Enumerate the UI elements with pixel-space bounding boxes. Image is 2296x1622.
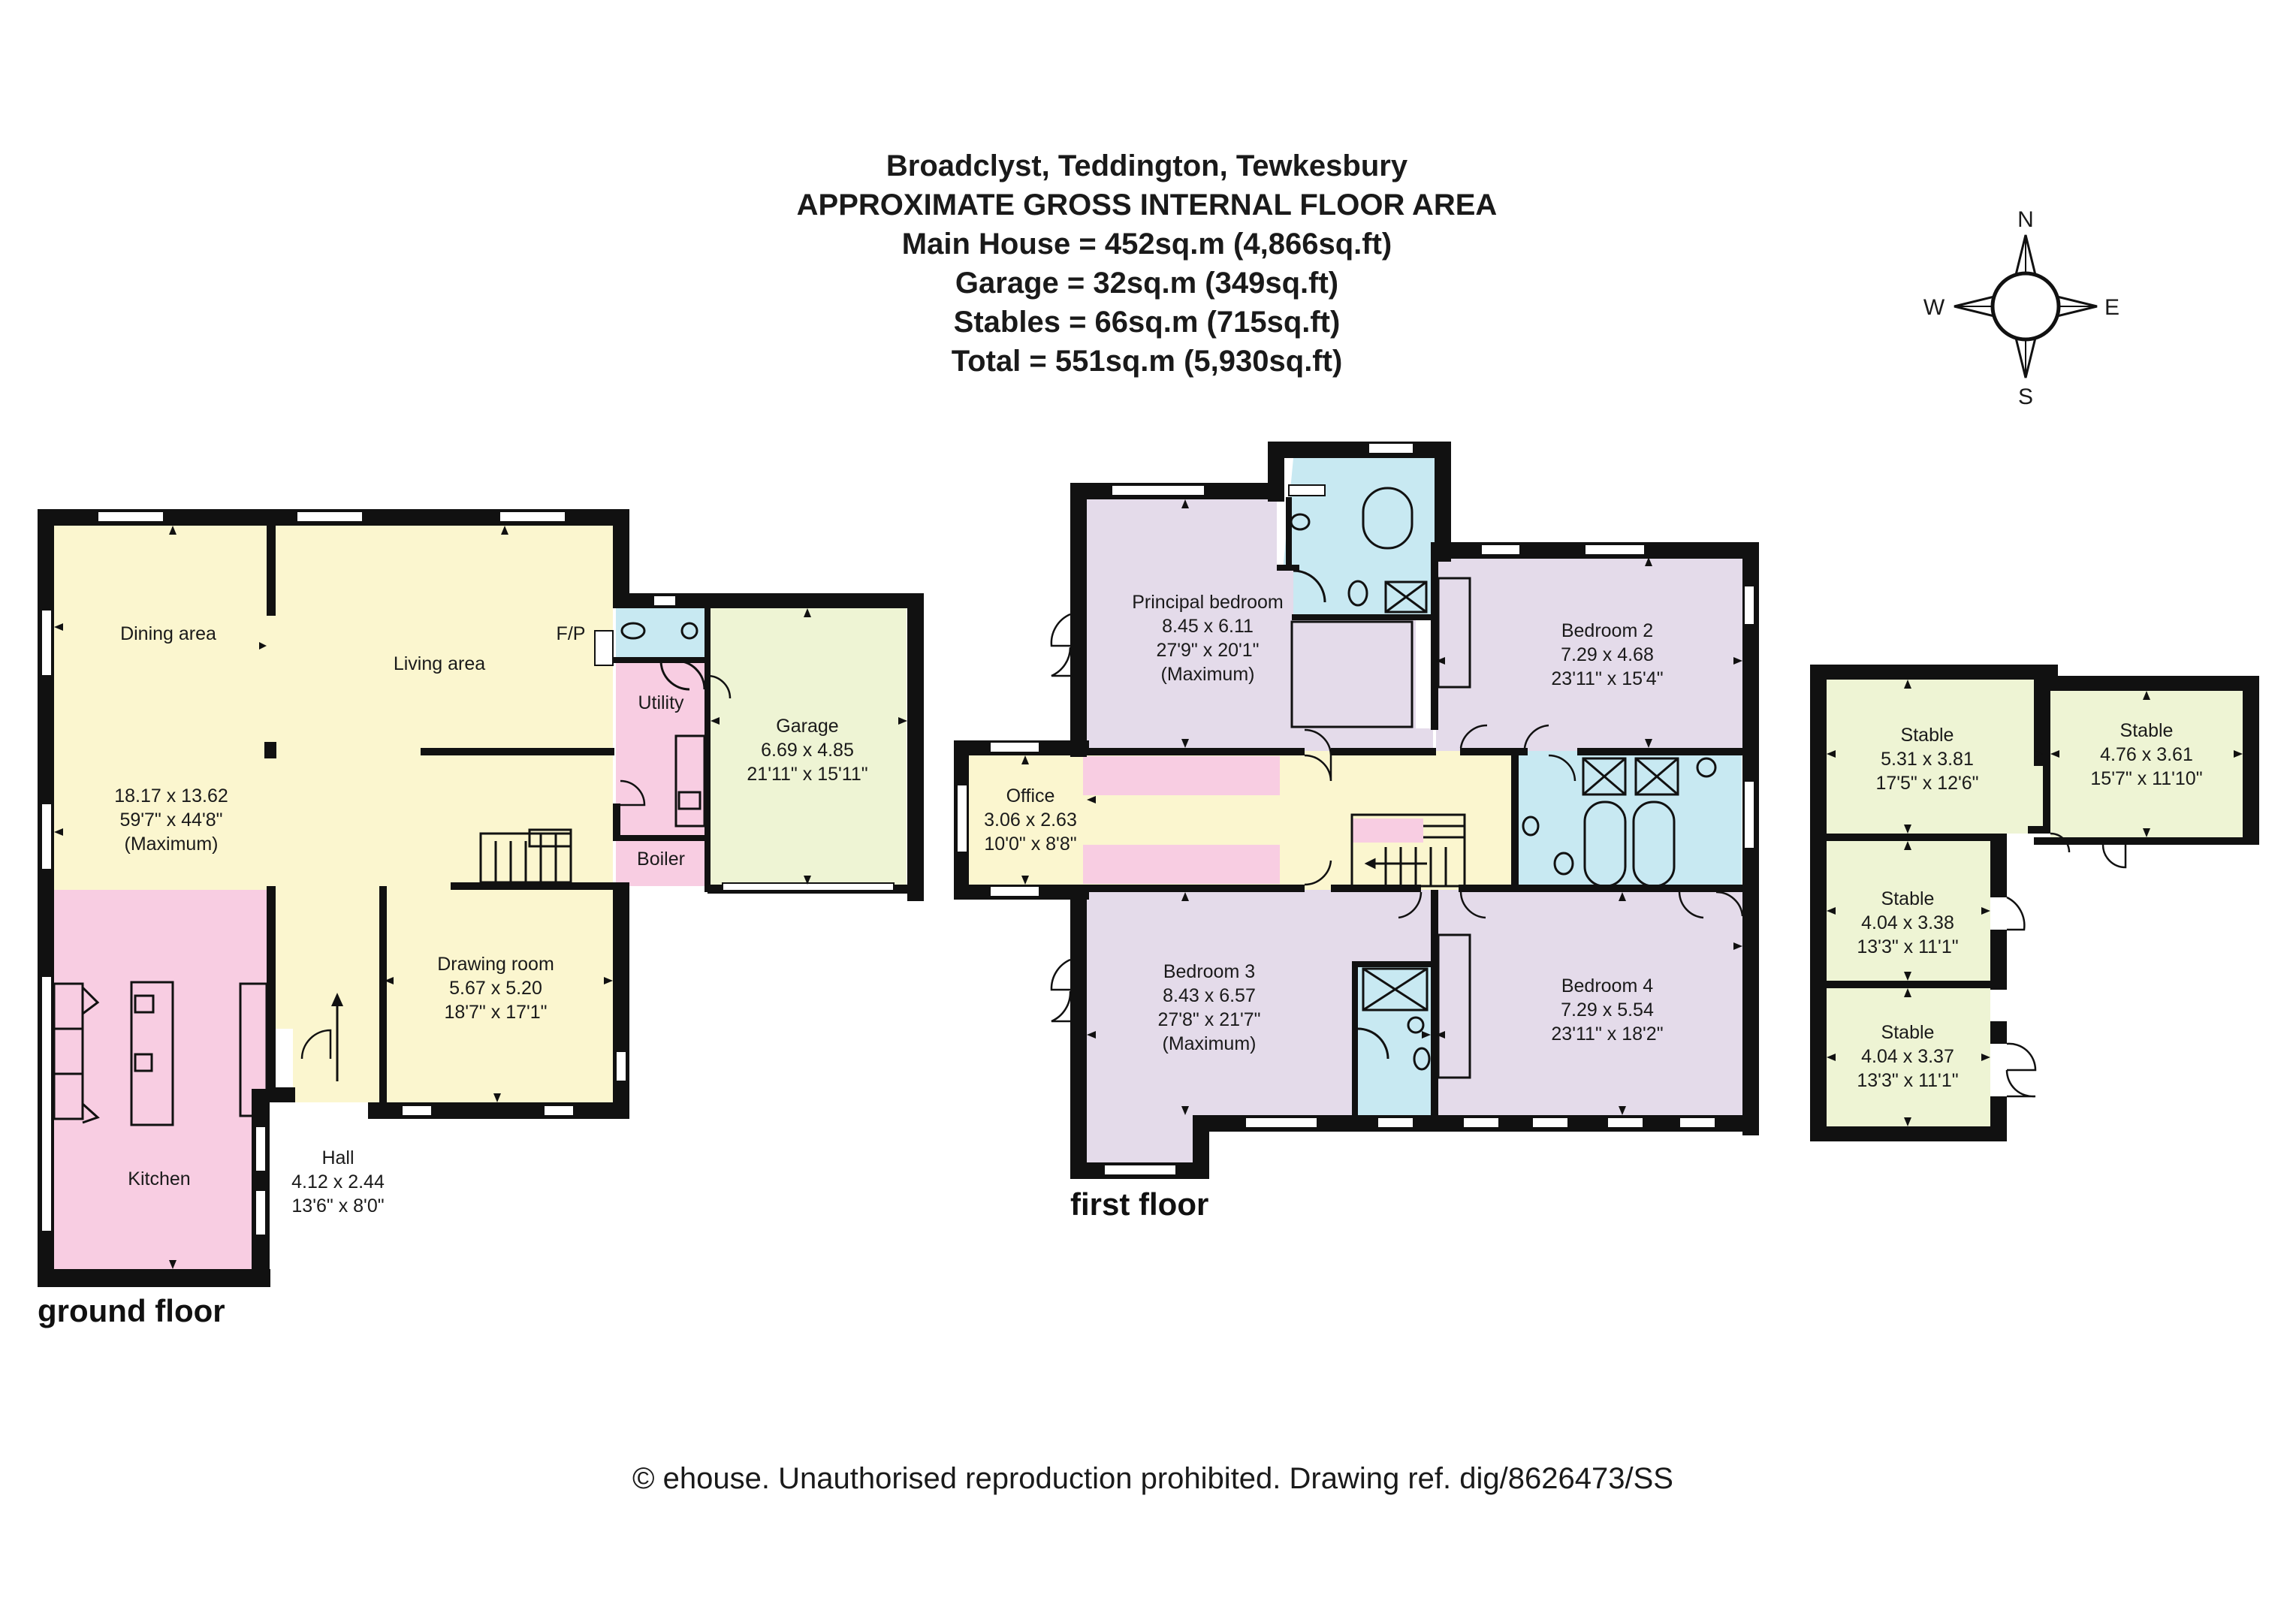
bathroom-fill: [1516, 751, 1742, 890]
stable2-label: Stable: [2120, 720, 2174, 741]
principal-bedroom-dims-imperial: 27'9" x 20'1": [1156, 640, 1259, 661]
main-area-dims-note: (Maximum): [125, 834, 219, 855]
living-area-label: Living area: [394, 653, 485, 674]
ensuite-fill: [1283, 458, 1435, 617]
garage-dims-imperial: 21'11" x 15'11": [747, 764, 867, 785]
bedroom4-label: Bedroom 4: [1561, 975, 1653, 996]
office-dims-imperial: 10'0" x 8'8": [984, 834, 1076, 855]
garage-label: Garage: [776, 716, 838, 737]
compass-south: S: [2018, 384, 2033, 409]
hall-dims-imperial: 13'6" x 8'0": [291, 1195, 384, 1216]
drawing-room-dims-imperial: 18'7" x 17'1": [444, 1002, 547, 1023]
bedroom3-label: Bedroom 3: [1163, 961, 1255, 982]
entrance-arrow-icon: [331, 993, 343, 1081]
bedroom2-dims-imperial: 23'11" x 15'4": [1551, 668, 1663, 689]
bedroom2-fill: [1436, 557, 1742, 751]
area-subtitle: APPROXIMATE GROSS INTERNAL FLOOR AREA: [797, 188, 1498, 222]
stable2-dims-imperial: 15'7" x 11'10": [2090, 768, 2202, 789]
stable2-dims-metric: 4.76 x 3.61: [2100, 744, 2193, 765]
main-house-area: Main House = 452sq.m (4,866sq.ft): [902, 228, 1392, 261]
utility-label: Utility: [638, 692, 684, 713]
ensuite-fittings: [1290, 487, 1428, 614]
bedroom2-dims-metric: 7.29 x 4.68: [1561, 644, 1654, 665]
stable1-label: Stable: [1901, 725, 1954, 746]
drawing-room-dims-metric: 5.67 x 5.20: [449, 978, 542, 999]
stables-plan: Stable 5.31 x 3.81 17'5" x 12'6" Stable …: [1810, 665, 2259, 1141]
bedroom2-label: Bedroom 2: [1561, 620, 1653, 641]
header: Broadclyst, Teddington, Tewkesbury APPRO…: [797, 149, 1498, 378]
bedroom3-dims-imperial: 27'8" x 21'7": [1157, 1009, 1260, 1030]
copyright-notice: © ehouse. Unauthorised reproduction proh…: [632, 1462, 1673, 1495]
stable3-fill: [1827, 841, 1990, 981]
ground-staircase: [479, 828, 572, 884]
bedroom3-fill: [1087, 890, 1431, 1162]
hall-label: Hall: [321, 1147, 354, 1168]
bathroom-fittings: [1522, 757, 1717, 888]
principal-bedroom-label: Principal bedroom: [1132, 592, 1284, 613]
bedroom4-dims-imperial: 23'11" x 18'2": [1551, 1024, 1663, 1045]
bedroom4-dims-metric: 7.29 x 5.54: [1561, 999, 1654, 1021]
landing-cupboard-1: [1083, 756, 1280, 795]
compass-east: E: [2104, 295, 2120, 320]
wc-fill: [616, 607, 704, 661]
stable3-dims-metric: 4.04 x 3.38: [1861, 912, 1954, 933]
utility-fill: [616, 661, 704, 886]
stable3-dims-imperial: 13'3" x 11'1": [1857, 936, 1958, 957]
fireplace-label: F/P: [557, 623, 586, 644]
garage-fill: [708, 607, 907, 886]
wardrobes: [1290, 577, 1471, 1079]
compass-rose-icon: N E S W: [1923, 207, 2120, 409]
stable3-label: Stable: [1881, 888, 1935, 909]
stable4-dims-metric: 4.04 x 3.37: [1861, 1046, 1954, 1067]
drawing-room-fill: [385, 886, 613, 1104]
office-label: Office: [1006, 785, 1055, 806]
wc-fittings: [620, 622, 706, 828]
bedroom4-fill: [1436, 890, 1742, 1115]
stable4-label: Stable: [1881, 1022, 1935, 1043]
living-area-fill: [54, 526, 613, 1102]
first-staircase: [1350, 813, 1466, 888]
compass-north: N: [2017, 207, 2034, 232]
principal-bedroom-dims-metric: 8.45 x 6.11: [1162, 616, 1254, 637]
compass-west: W: [1923, 295, 1945, 320]
stables-area: Stables = 66sq.m (715sq.ft): [954, 306, 1341, 339]
stable4-fill: [1827, 987, 1990, 1126]
drawing-room-label: Drawing room: [437, 954, 554, 975]
office-dims-metric: 3.06 x 2.63: [984, 809, 1077, 831]
total-area: Total = 551sq.m (5,930sq.ft): [952, 345, 1343, 378]
garage-dims-metric: 6.69 x 4.85: [761, 740, 854, 761]
garage-area: Garage = 32sq.m (349sq.ft): [955, 267, 1338, 300]
shower-room-fittings: [1357, 967, 1431, 1071]
bedroom3-dims-note: (Maximum): [1163, 1033, 1257, 1054]
fireplace-icon: [594, 630, 614, 666]
stable4-dims-imperial: 13'3" x 11'1": [1857, 1070, 1958, 1091]
shower-room-fill: [1358, 965, 1433, 1115]
ground-floor-label: ground floor: [38, 1293, 225, 1328]
first-floor-label: first floor: [1070, 1186, 1208, 1222]
kitchen-fittings: [53, 981, 268, 1126]
kitchen-fill: [54, 890, 268, 1269]
main-area-dims-imperial: 59'7" x 44'8": [119, 809, 222, 831]
principal-bedroom-fill: [1087, 499, 1433, 751]
principal-bedroom-dims-note: (Maximum): [1161, 664, 1255, 685]
hall-dims-metric: 4.12 x 2.44: [291, 1171, 385, 1192]
kitchen-label: Kitchen: [128, 1168, 190, 1189]
first-floor-plan: Principal bedroom 8.45 x 6.11 27'9" x 20…: [954, 442, 1759, 1222]
landing-cupboard-2: [1083, 845, 1280, 884]
stable1-dims-metric: 5.31 x 3.81: [1881, 749, 1974, 770]
stable2-fill: [2050, 691, 2243, 837]
address-title: Broadclyst, Teddington, Tewkesbury: [886, 149, 1408, 182]
main-area-dims-metric: 18.17 x 13.62: [114, 785, 228, 806]
stable1-dims-imperial: 17'5" x 12'6": [1875, 773, 1978, 794]
ground-floor-plan: Dining area Living area F/P 18.17 x 13.6…: [38, 509, 924, 1328]
boiler-label: Boiler: [637, 849, 685, 870]
dining-area-label: Dining area: [120, 623, 216, 644]
landing-cupboard-3: [1352, 819, 1423, 843]
bedroom3-dims-metric: 8.43 x 6.57: [1163, 985, 1256, 1006]
stable1-fill: [1827, 680, 2043, 834]
